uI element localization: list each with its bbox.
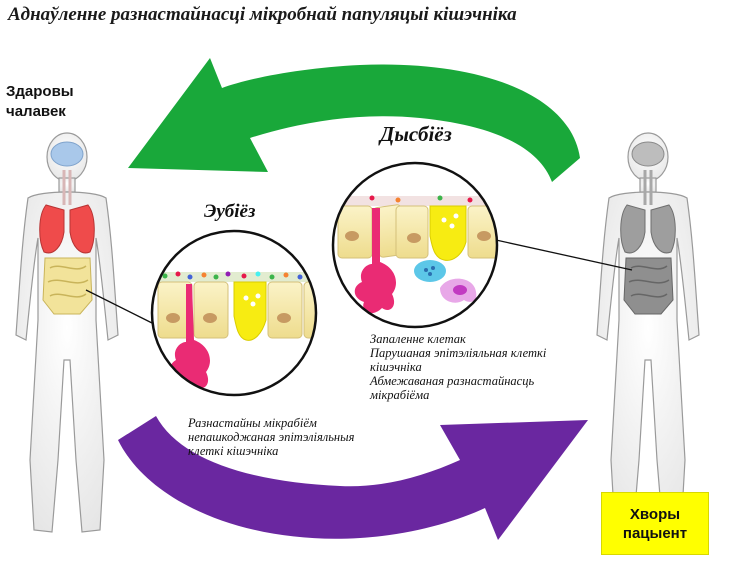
dysbiosis-caption: Запаленне клетак Парушаная эпітэліяльная…: [370, 332, 620, 402]
brain-icon: [50, 141, 84, 167]
intestine-healthy: [42, 257, 93, 315]
goblet-cell: [233, 281, 267, 341]
dysbiosis-caption-line: Запаленне клетак: [370, 332, 466, 346]
sick-patient-label-line2: пацыент: [622, 524, 688, 542]
eubiosis-inset: [150, 229, 318, 397]
dysbiosis-caption-line: Парушаная эпітэліяльная клеткі: [370, 346, 547, 360]
dysbiosis-heading: Дысбіёз: [380, 122, 452, 146]
healthy-person-label: Здаровы чалавек: [6, 82, 74, 122]
purple-cycle-arrow: [118, 416, 588, 540]
immune-cell: [414, 260, 446, 282]
sick-patient-label-line1: Хворы: [629, 505, 681, 523]
sick-patient-label-box: Хворы пацыент: [601, 492, 709, 555]
healthy-person-label-line1: Здаровы: [6, 83, 74, 100]
dysbiosis-caption-line: мікрабіёма: [370, 388, 430, 402]
eubiosis-caption-line: Разнастайны мікрабіём: [188, 416, 317, 430]
microbe-dots: [162, 271, 303, 280]
eubiosis-caption-line: клеткі кішэчніка: [188, 444, 279, 458]
right-lung: [69, 204, 95, 254]
healthy-human-figure: [15, 132, 159, 533]
dysbiosis-inset: [331, 161, 499, 329]
diagram-title: Аднаўленне разнастайнасці мікробнай папу…: [8, 4, 517, 25]
healthy-person-label-line2: чалавек: [6, 103, 66, 120]
eubiosis-caption: Разнастайны мікрабіём непашкоджаная эпіт…: [188, 416, 428, 458]
dysbiosis-caption-line: Абмежаваная разнастайнасць: [370, 374, 535, 388]
green-cycle-arrow: [128, 58, 580, 182]
left-lung: [39, 204, 65, 254]
sick-patient-label: Хворы пацыент: [623, 505, 687, 543]
intestine-patient: [623, 257, 674, 315]
eubiosis-heading: Эубіёз: [204, 201, 256, 222]
dysbiosis-caption-line: кішэчніка: [370, 360, 422, 374]
patient-human-figure: [495, 132, 700, 533]
eubiosis-caption-line: непашкоджаная эпітэліяльныя: [188, 430, 355, 444]
dendritic-cell: [169, 284, 210, 392]
